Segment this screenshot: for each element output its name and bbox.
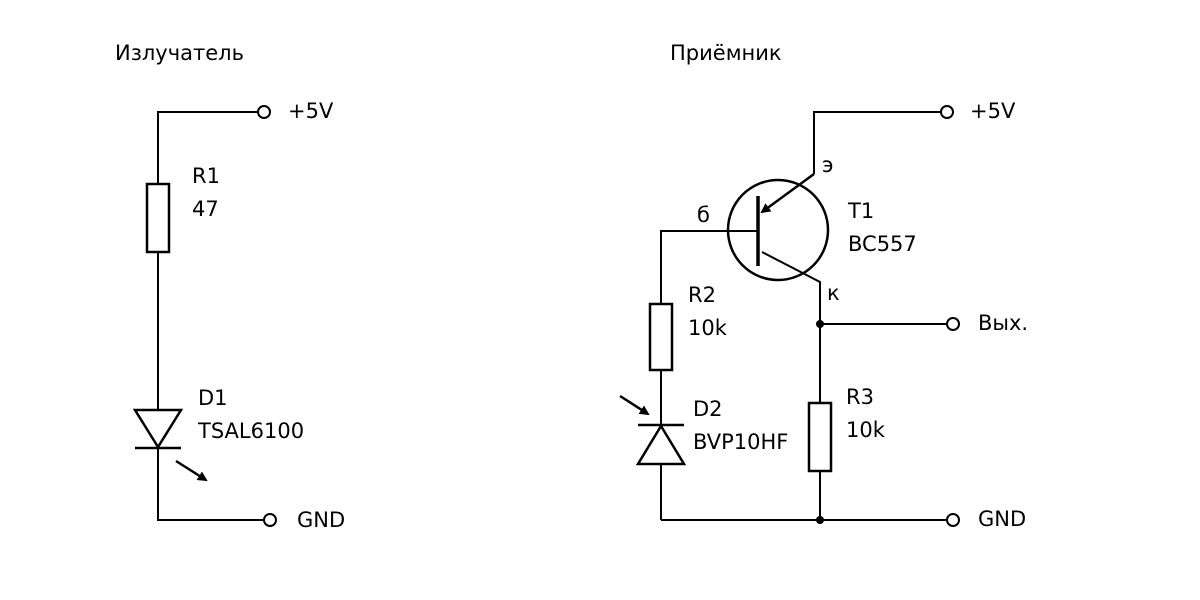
emitter-supply-label: +5V <box>288 99 334 123</box>
emitter-supply-wire <box>157 111 264 184</box>
photodiode-light-arrow-icon <box>619 394 650 416</box>
photodiode-d2-triangle <box>635 423 687 466</box>
receiver-gnd-terminal <box>946 513 960 527</box>
resistor-r1 <box>145 182 171 254</box>
t1-ref: T1 <box>847 199 874 223</box>
gnd-junction-dot <box>816 516 824 524</box>
t1-value: BC557 <box>848 232 917 256</box>
d2-value: BVP10HF <box>693 430 788 454</box>
receiver-supply-wire <box>813 111 947 174</box>
transistor-t1-base-wire <box>660 230 758 304</box>
d1-ref: D1 <box>198 386 228 410</box>
transistor-t1-emitter-lead <box>760 172 815 214</box>
transistor-t1-collector-lead <box>761 251 821 324</box>
r1-value: 47 <box>192 197 219 221</box>
receiver-supply-label: +5V <box>970 99 1016 123</box>
emitter-circuit: Излучатель +5V GND R1 47 D1 TSAL6100 <box>115 41 345 532</box>
r2-ref: R2 <box>688 283 716 307</box>
emitter-gnd-label: GND <box>297 508 345 532</box>
r3-value: 10k <box>846 418 886 442</box>
led-d1-triangle <box>132 408 184 450</box>
receiver-gnd-label: GND <box>978 507 1026 531</box>
resistor-r3 <box>807 401 833 473</box>
resistor-r2 <box>648 302 674 372</box>
r3-ref: R3 <box>846 385 874 409</box>
emitter-gnd-terminal <box>263 513 277 527</box>
emitter-gnd-wire <box>157 448 270 521</box>
receiver-output-terminal <box>946 317 960 331</box>
t1-base-label: б <box>697 203 710 227</box>
emitter-title: Излучатель <box>115 41 244 65</box>
emitter-supply-terminal <box>257 105 271 119</box>
d1-value: TSAL6100 <box>197 419 304 443</box>
receiver-output-label: Вых. <box>978 311 1028 335</box>
receiver-title: Приёмник <box>670 41 782 65</box>
led-emission-arrow-icon <box>175 459 208 482</box>
receiver-circuit: Приёмник +5V э б к T1 BC557 Вых. R2 10k … <box>619 41 1028 531</box>
d2-ref: D2 <box>693 397 723 421</box>
r2-value: 10k <box>688 316 728 340</box>
t1-emitter-label: э <box>822 153 834 177</box>
receiver-supply-terminal <box>940 105 954 119</box>
t1-collector-label: к <box>827 281 840 305</box>
r1-ref: R1 <box>192 164 220 188</box>
